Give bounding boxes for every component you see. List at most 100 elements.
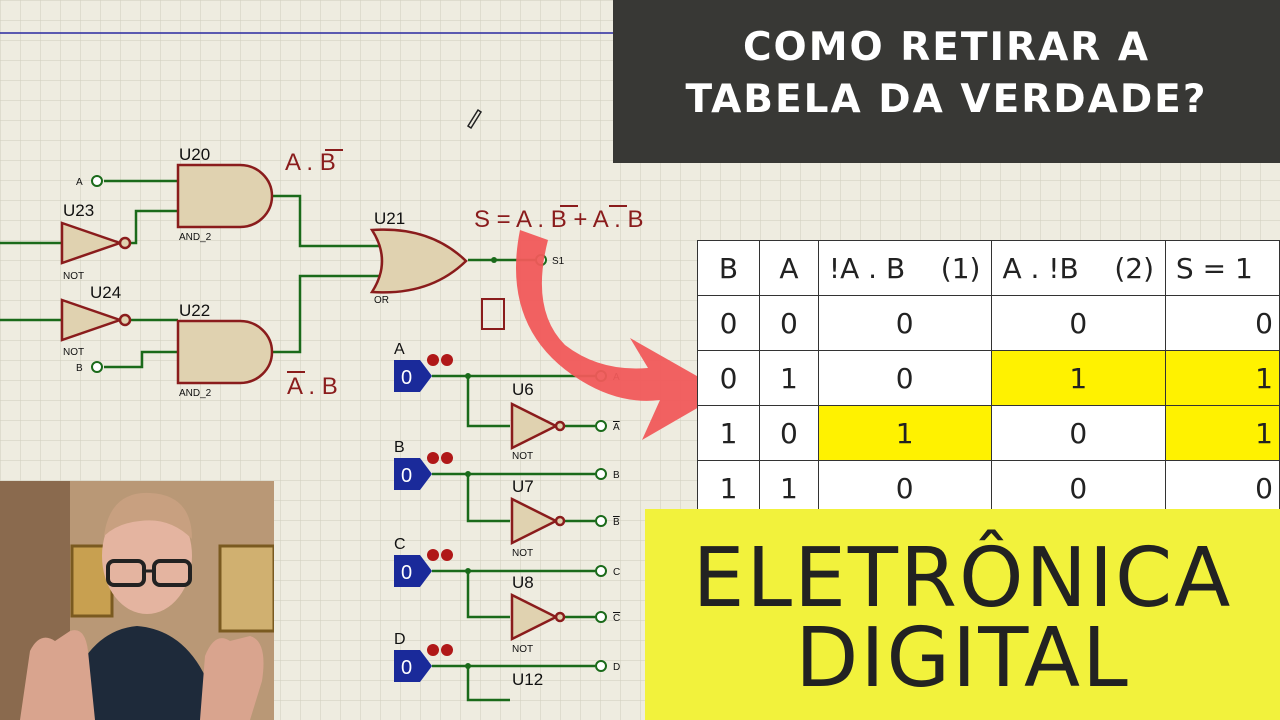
expression-bottom: A . B [287,373,338,400]
table-cell: 0 [1164,295,1280,351]
table-cell: 1 [697,460,761,515]
switch-led-icon [441,452,453,464]
table-cell: 0 [697,350,761,406]
expression-output: S = A . B + A . B [474,206,643,233]
table-cell-highlight: 1 [817,405,992,461]
and-gate-u22[interactable] [176,319,274,385]
switch-value: 0 [401,465,412,487]
presenter-webcam [0,481,274,720]
wall-frame-right [218,544,274,633]
banner-line-1: COMO RETIRAR A [742,25,1151,70]
logic-switch-d[interactable]: 0DD [394,631,620,682]
switch-label: C [394,536,406,553]
inverted-pin-label: B [613,517,620,528]
logic-switch-a[interactable]: 0AAA [394,341,620,433]
gate-type-u22: AND_2 [179,388,212,399]
pin-label-a: A [76,177,83,188]
header-a: A [759,240,819,296]
pin-label-s1: S1 [552,256,565,267]
header-not-a-and-b: !A . B (1) [817,240,992,296]
table-cell: 0 [817,460,992,515]
output-pin-label: B [613,470,620,481]
gate-label-u12: U12 [512,670,543,689]
table-cell: 0 [817,295,992,351]
gate-label-u22: U22 [179,301,210,320]
banner-line-2: TABELA DA VERDADE? [685,77,1208,122]
header-a-and-not-b: A . !B (2) [990,240,1166,296]
pin-label-b: B [76,363,83,374]
table-header-row: B A !A . B (1) A . !B (2) S = 1 [697,240,1280,296]
expression-top: A . B [285,149,336,176]
gate-label-u24: U24 [90,283,121,302]
table-cell: 0 [697,295,761,351]
switch-led-icon [441,549,453,561]
course-title-line-1: ELETRÔNICA [692,531,1233,626]
table-cell: 1 [759,460,819,515]
header-s: S = 1 [1164,240,1280,296]
table-cell: 1 [759,350,819,406]
gate-type-u8: NOT [512,644,533,655]
gate-label-u6: U6 [512,380,534,399]
table-cell: 0 [817,350,992,406]
table-cell: 0 [759,405,819,461]
gate-label-u20: U20 [179,145,210,164]
gate-label-u7: U7 [512,477,534,496]
table-cell-highlight: 1 [1164,350,1280,406]
switch-led-icon [441,644,453,656]
gate-type-u21: OR [374,295,389,306]
not-gate-u24[interactable] [60,298,124,342]
not-gate-u6[interactable] [510,401,559,451]
switch-value: 0 [401,367,412,389]
pencil-cursor-icon [466,108,483,130]
table-row: 0 1 0 1 1 [697,350,1280,406]
not-gate-u23[interactable] [60,221,124,265]
table-cell: 0 [990,405,1166,461]
switch-led-icon [427,549,439,561]
glasses-icon [106,559,146,587]
switch-led-icon [427,452,439,464]
inverted-pin-label: C [613,613,620,624]
switch-label: B [394,439,405,456]
table-cell-highlight: 1 [1164,405,1280,461]
gate-label-u21: U21 [374,209,405,228]
presenter-hand-right [200,636,264,720]
switch-led-icon [441,354,453,366]
arrow-icon [516,230,725,440]
output-pin-label: D [613,662,620,673]
gate-type-u6: NOT [512,451,533,462]
table-cell-highlight: 1 [990,350,1166,406]
table-cell: 0 [1164,460,1280,515]
gate-type-u7: NOT [512,548,533,559]
header-b: B [697,240,761,296]
table-cell: 0 [990,460,1166,515]
course-title-panel: ELETRÔNICA DIGITAL [645,509,1280,720]
switch-value: 0 [401,657,412,679]
and-gate-u20[interactable] [176,163,274,229]
inverted-pin-label: A [613,422,620,433]
switch-label: A [394,341,405,358]
not-gate-u7[interactable] [510,496,559,546]
switch-led-icon [427,644,439,656]
table-row: 1 0 1 0 1 [697,405,1280,461]
gate-type-u24: NOT [63,347,84,358]
gate-label-u8: U8 [512,573,534,592]
not-gate-u8[interactable] [510,592,559,642]
title-banner: COMO RETIRAR A TABELA DA VERDADE? [613,0,1280,163]
switch-value: 0 [401,562,412,584]
table-cell: 0 [759,295,819,351]
gate-label-u23: U23 [63,201,94,220]
table-cell: 0 [990,295,1166,351]
truth-table: B A !A . B (1) A . !B (2) S = 1 0 0 0 0 … [697,240,1280,515]
gate-type-u20: AND_2 [179,232,212,243]
output-pin-label: C [613,567,620,578]
truth-table-container: B A !A . B (1) A . !B (2) S = 1 0 0 0 0 … [697,240,1280,515]
table-row: 0 0 0 0 0 [697,295,1280,351]
switch-led-icon [427,354,439,366]
or-gate-u21[interactable] [369,228,468,294]
course-title-line-2: DIGITAL [795,611,1130,706]
presenter-hand-left [20,630,95,720]
table-row: 1 1 0 0 0 [697,460,1280,515]
gate-type-u23: NOT [63,271,84,282]
